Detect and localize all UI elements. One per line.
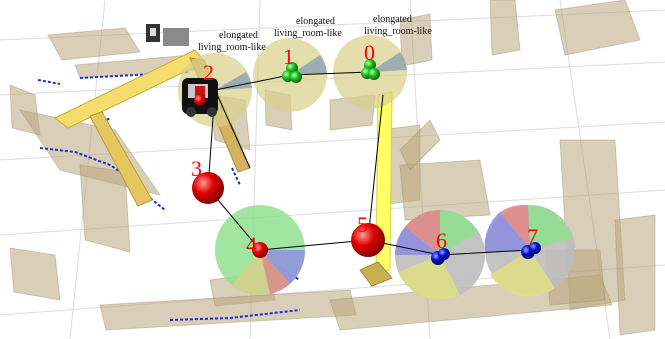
place-disc-6 (395, 210, 485, 300)
node-2-number: 2 (203, 60, 214, 85)
node-2-category-label: elongated (219, 30, 258, 41)
camera-sensor (146, 24, 189, 46)
node-0-number: 0 (364, 40, 375, 65)
node-4-sphere[interactable] (252, 242, 268, 258)
node-2-place-label: living_room-like (198, 42, 266, 53)
node-0-category-label: elongated (373, 14, 412, 25)
node-0-place-label: living_room-like (364, 26, 432, 37)
node-4-number: 4 (246, 232, 257, 257)
node-1-number: 1 (283, 44, 294, 69)
node-6-sphere[interactable] (431, 248, 450, 265)
node-5-number: 5 (357, 212, 368, 237)
node-7-sphere[interactable] (521, 242, 541, 259)
node-3-sphere[interactable] (192, 172, 224, 204)
node-1-sphere[interactable] (282, 62, 302, 83)
node-1-place-label: living_room-like (274, 28, 342, 39)
node-2-sphere[interactable] (194, 94, 206, 106)
node-0-sphere[interactable] (361, 59, 380, 80)
node-3-number: 3 (191, 156, 202, 181)
node-6-number: 6 (436, 228, 447, 253)
node-7-number: 7 (527, 224, 538, 249)
node-5-sphere[interactable] (351, 223, 385, 257)
node-1-category-label: elongated (296, 16, 335, 27)
